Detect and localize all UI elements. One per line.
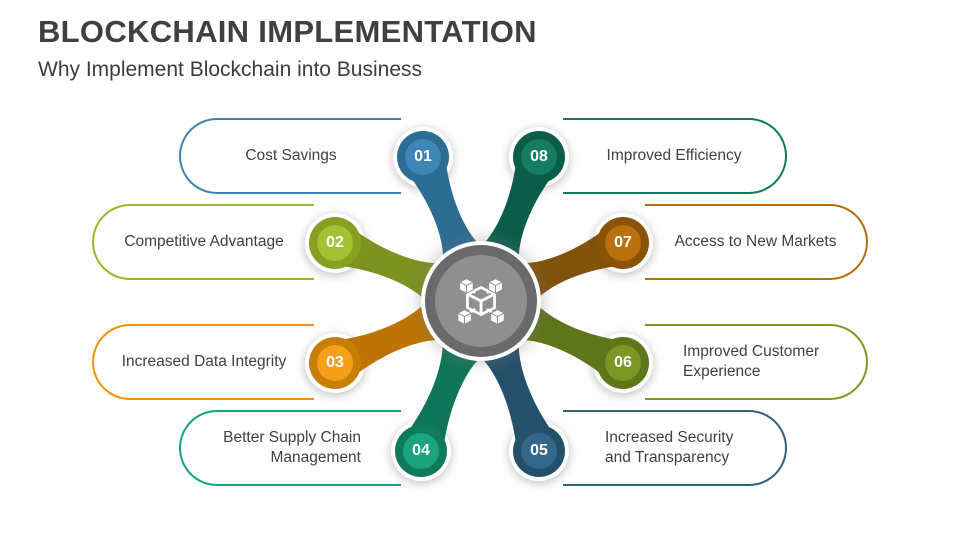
benefit-pill-competitive-advantage[interactable]: Competitive Advantage [92,204,314,280]
number-badge-inner: 04 [403,433,439,469]
slide-subtitle: Why Implement Blockchain into Business [38,58,422,81]
slide-title: BLOCKCHAIN IMPLEMENTATION [38,14,537,49]
badge-number: 03 [326,354,344,371]
badge-number: 06 [614,354,632,371]
badge-number: 04 [412,442,430,459]
number-badge-inner: 02 [317,225,353,261]
number-badge-inner: 08 [521,139,557,175]
benefit-label: Competitive Advantage [124,232,284,250]
benefit-label: Cost Savings [245,146,337,164]
benefit-label: Increased Security and Transparency [605,428,734,466]
benefit-label: Better Supply Chain Management [223,428,361,466]
badge-number: 01 [414,148,432,165]
central-hub[interactable] [425,245,537,357]
badge-number: 07 [614,234,632,251]
benefit-pill-better-supply-chain[interactable]: Better Supply Chain Management [179,410,401,486]
badge-number: 08 [530,148,548,165]
blockchain-icon [457,278,505,325]
benefit-label: Access to New Markets [674,232,837,250]
benefit-label: Increased Data Integrity [121,352,287,370]
badge-number: 05 [530,442,548,459]
number-badge-inner: 07 [605,225,641,261]
number-badge-05[interactable]: 05 [513,425,565,477]
benefit-pill-cost-savings[interactable]: Cost Savings [179,118,401,194]
benefit-pill-increased-data-integrity[interactable]: Increased Data Integrity [92,324,314,400]
number-badge-inner: 05 [521,433,557,469]
benefit-label: Improved Efficiency [606,146,742,164]
benefit-pill-improved-customer-experience[interactable]: Improved Customer Experience [645,324,868,400]
number-badge-inner: 01 [405,139,441,175]
number-badge-01[interactable]: 01 [397,131,449,183]
number-badge-04[interactable]: 04 [395,425,447,477]
benefit-pill-improved-efficiency[interactable]: Improved Efficiency [563,118,787,194]
benefit-pill-access-to-new-markets[interactable]: Access to New Markets [645,204,868,280]
benefit-label: Improved Customer Experience [683,342,820,380]
hub-inner-circle [435,255,527,347]
number-badge-07[interactable]: 07 [597,217,649,269]
number-badge-inner: 03 [317,345,353,381]
number-badge-inner: 06 [605,345,641,381]
number-badge-02[interactable]: 02 [309,217,361,269]
number-badge-06[interactable]: 06 [597,337,649,389]
number-badge-03[interactable]: 03 [309,337,361,389]
number-badge-08[interactable]: 08 [513,131,565,183]
benefit-pill-increased-security[interactable]: Increased Security and Transparency [563,410,787,486]
badge-number: 02 [326,234,344,251]
